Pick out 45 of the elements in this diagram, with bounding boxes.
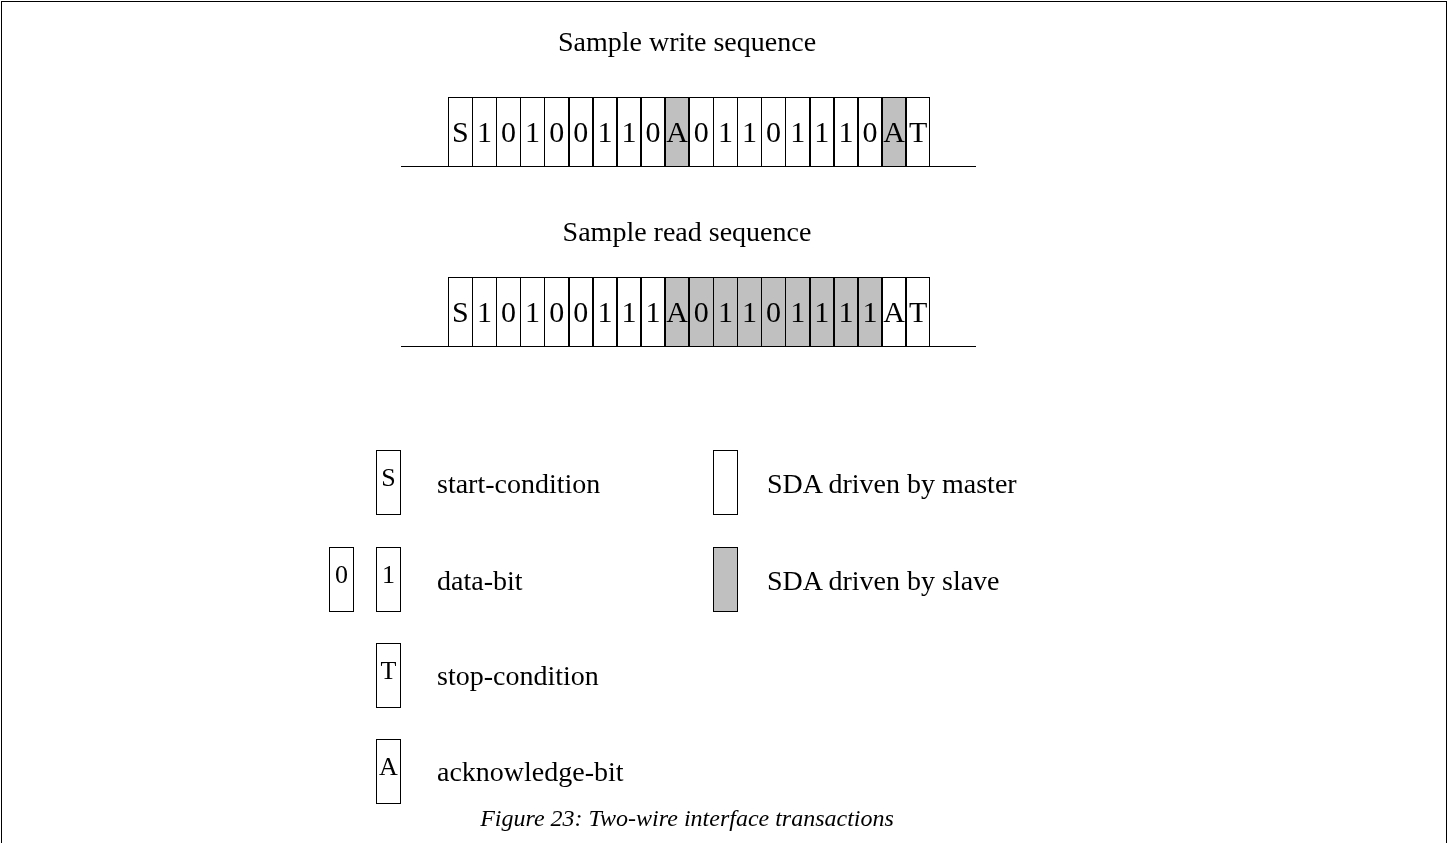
bit-box: 1 — [833, 97, 859, 167]
bit-box: 1 — [785, 97, 810, 167]
bit-box: 1 — [737, 277, 762, 347]
bit-box: 1 — [809, 97, 835, 167]
figure-caption: Figure 23: Two-wire interface transactions — [480, 805, 894, 832]
bit-box: 0 — [568, 277, 594, 347]
bit-box: A — [664, 277, 690, 347]
bit-box: 0 — [857, 97, 883, 167]
bit-box: A — [881, 277, 907, 347]
bit-box: 0 — [568, 97, 594, 167]
legend-text: data-bit — [437, 565, 523, 597]
bit-box: 0 — [689, 97, 714, 167]
bit-box: 1 — [616, 277, 642, 347]
bit-box: 1 — [592, 277, 618, 347]
bit-box: T — [905, 277, 931, 347]
bit-box: 1 — [809, 277, 835, 347]
legend-text: SDA driven by slave — [767, 565, 1000, 597]
sequence-heading: Sample read sequence — [562, 216, 812, 248]
bit-box: A — [881, 97, 907, 167]
bit-box: 1 — [616, 97, 642, 167]
legend-text: acknowledge-bit — [437, 756, 624, 788]
bit-box: T — [376, 643, 401, 708]
bit-box: A — [664, 97, 690, 167]
bit-box: 0 — [544, 97, 569, 167]
bit-box: T — [905, 97, 931, 167]
bit-box: A — [376, 739, 401, 804]
bit-box: 1 — [833, 277, 859, 347]
bit-box: 1 — [640, 277, 666, 347]
bit-box: 1 — [713, 277, 738, 347]
bit-box: 1 — [376, 547, 401, 612]
bit-box: 0 — [689, 277, 714, 347]
bit-box: S — [376, 450, 401, 515]
bit-box: 0 — [544, 277, 569, 347]
bit-box: 0 — [329, 547, 354, 612]
bit-box: 1 — [592, 97, 618, 167]
bit-box: S — [448, 97, 473, 167]
legend-text: SDA driven by master — [767, 468, 1017, 500]
bit-box: 1 — [785, 277, 810, 347]
legend-text: stop-condition — [437, 660, 599, 692]
sequence-heading: Sample write sequence — [557, 26, 817, 58]
bit-box: 1 — [857, 277, 883, 347]
bit-box: 0 — [640, 97, 666, 167]
legend-text: start-condition — [437, 468, 601, 500]
bit-box: 0 — [761, 277, 786, 347]
bit-box: S — [448, 277, 473, 347]
